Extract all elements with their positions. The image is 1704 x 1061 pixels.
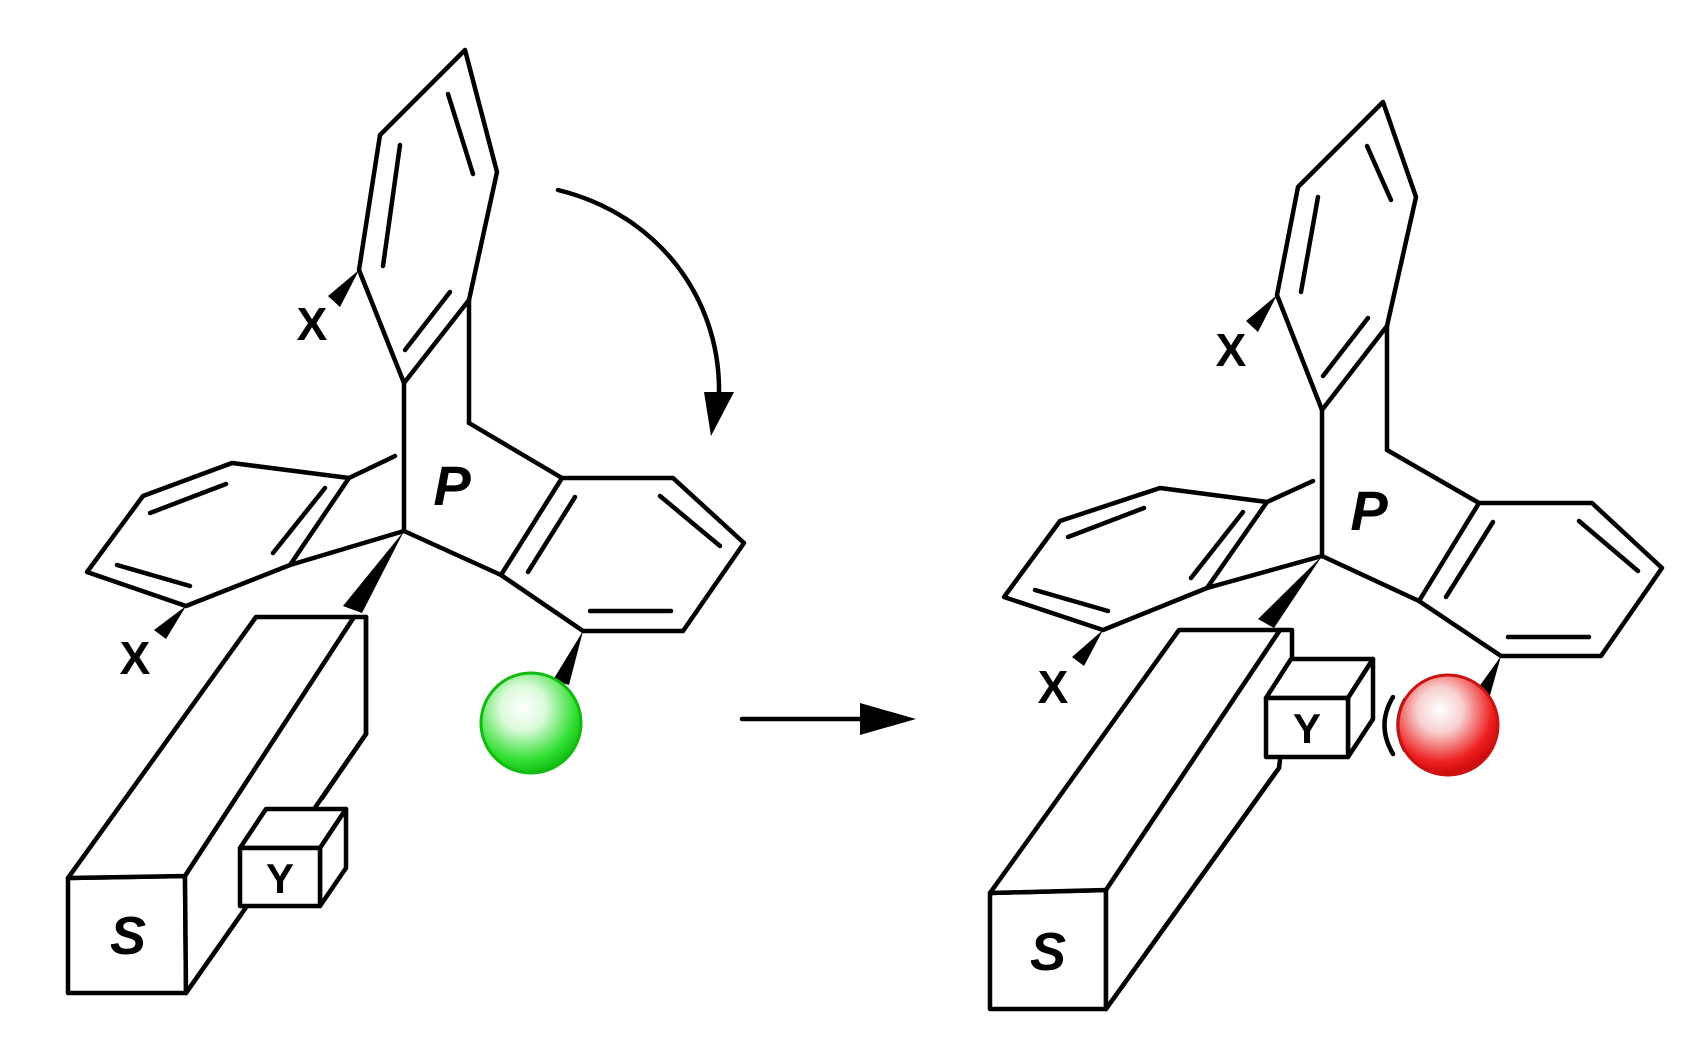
left-right-ring xyxy=(498,475,747,634)
curved-arrow-icon xyxy=(555,187,734,436)
left-y-label: Y xyxy=(266,855,294,902)
right-wedge-bond xyxy=(1246,295,1277,332)
left-scaffold-label: S xyxy=(110,906,146,966)
right-arrow-icon xyxy=(739,703,916,735)
left-wedge-bond xyxy=(343,531,404,613)
right-top-ring xyxy=(1274,99,1419,413)
right-x-label-top: X xyxy=(1216,324,1247,376)
left-core-label: P xyxy=(433,454,471,517)
left-bridge-bond xyxy=(401,528,504,578)
right-bridge-bond xyxy=(1264,478,1316,505)
left-wedge-bond xyxy=(328,270,359,307)
left-wedge-bond xyxy=(154,606,186,639)
left-y-cube xyxy=(237,806,349,909)
right-wedge-bond xyxy=(1258,556,1322,628)
right-y-label: Y xyxy=(1293,705,1321,752)
left-left-ring xyxy=(84,460,352,609)
left-x-label-bottom: X xyxy=(120,632,151,684)
right-scaffold-edge xyxy=(1103,765,1282,1012)
right-y-cube xyxy=(1263,656,1376,760)
left-molecule: X X P S Y xyxy=(65,47,747,996)
green-sphere xyxy=(479,671,583,775)
left-bridge-bond xyxy=(466,420,565,481)
red-sphere xyxy=(1396,673,1500,777)
right-bridge-bond xyxy=(1319,553,1422,604)
right-bridge-bond xyxy=(1204,553,1325,591)
left-bridge-bond xyxy=(346,453,398,481)
right-left-ring xyxy=(1001,485,1270,633)
right-molecule: X X P S Y xyxy=(987,99,1665,1012)
right-wedge-bond xyxy=(1072,630,1103,666)
right-right-ring xyxy=(1416,500,1665,659)
left-x-label-top: X xyxy=(297,298,328,350)
right-core-label: P xyxy=(1350,479,1388,542)
right-scaffold-label: S xyxy=(1030,922,1066,982)
right-x-label-bottom: X xyxy=(1038,661,1069,713)
left-scaffold-block xyxy=(65,614,369,996)
right-scaffold-block xyxy=(987,627,1295,1012)
left-top-ring xyxy=(356,47,500,386)
right-bridge-bond xyxy=(1384,447,1482,506)
left-wedge-bond xyxy=(553,631,583,685)
left-bridge-bond xyxy=(287,528,407,568)
